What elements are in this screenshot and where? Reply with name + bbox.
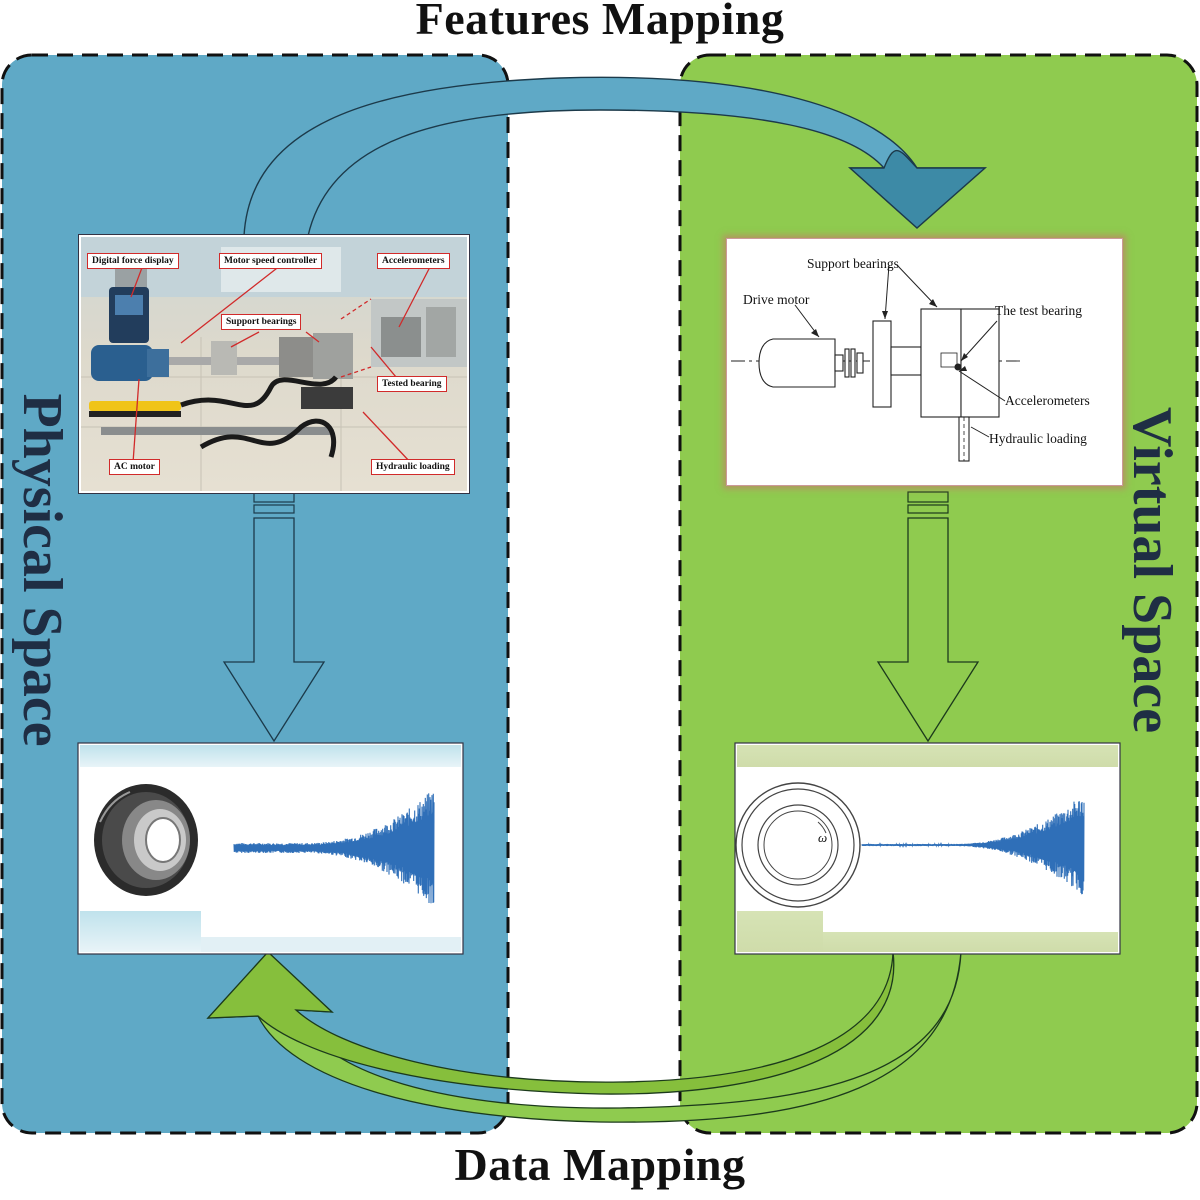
features-mapping-title: Features Mapping bbox=[415, 0, 785, 44]
schematic-label-support-bearings: Support bearings bbox=[807, 256, 899, 271]
label-hydraulic-loading: Hydraulic loading bbox=[371, 459, 455, 475]
schematic-label-drive-motor: Drive motor bbox=[743, 292, 810, 307]
label-accelerometers: Accelerometers bbox=[377, 253, 450, 269]
bearing-model-drawing: ω bbox=[735, 782, 861, 908]
physical-space-label: Physical Space bbox=[11, 393, 73, 747]
rotation-symbol: ω bbox=[818, 830, 827, 845]
test-rig-photo: Digital force display Motor speed contro… bbox=[78, 234, 470, 494]
schematic-label-accelerometers: Accelerometers bbox=[1005, 393, 1090, 408]
waveform-trace bbox=[861, 801, 1085, 895]
physical-vibration-signal bbox=[233, 793, 435, 904]
schematic-drawing bbox=[731, 264, 1021, 462]
physical-down-arrow bbox=[222, 491, 326, 743]
label-motor-speed-controller: Motor speed controller bbox=[219, 253, 323, 269]
virtual-space-panel bbox=[680, 55, 1197, 1133]
data-mapping-arrow bbox=[206, 951, 962, 1123]
waveform-trace bbox=[233, 793, 435, 904]
label-digital-force-display: Digital force display bbox=[87, 253, 179, 269]
label-tested-bearing: Tested bearing bbox=[377, 376, 447, 392]
schematic-label-test-bearing: The test bearing bbox=[995, 303, 1082, 318]
schematic-label-hydraulic-loading: Hydraulic loading bbox=[989, 431, 1087, 446]
test-rig-drawing bbox=[81, 237, 467, 491]
label-ac-motor: AC motor bbox=[109, 459, 160, 475]
virtual-space-border bbox=[678, 53, 1199, 1135]
label-support-bearings: Support bearings bbox=[221, 314, 302, 330]
virtual-vibration-signal bbox=[861, 801, 1085, 895]
virtual-space-label: Virtual Space bbox=[1121, 406, 1183, 734]
test-rig-image: Digital force display Motor speed contro… bbox=[81, 237, 467, 491]
test-rig-schematic: Support bearings Drive motor The test be… bbox=[726, 238, 1123, 486]
real-bearing-image bbox=[94, 784, 198, 896]
features-mapping-arrow bbox=[243, 76, 987, 237]
physical-space-border bbox=[0, 53, 510, 1135]
virtual-down-arrow bbox=[876, 491, 980, 743]
data-mapping-title: Data Mapping bbox=[454, 1139, 746, 1190]
